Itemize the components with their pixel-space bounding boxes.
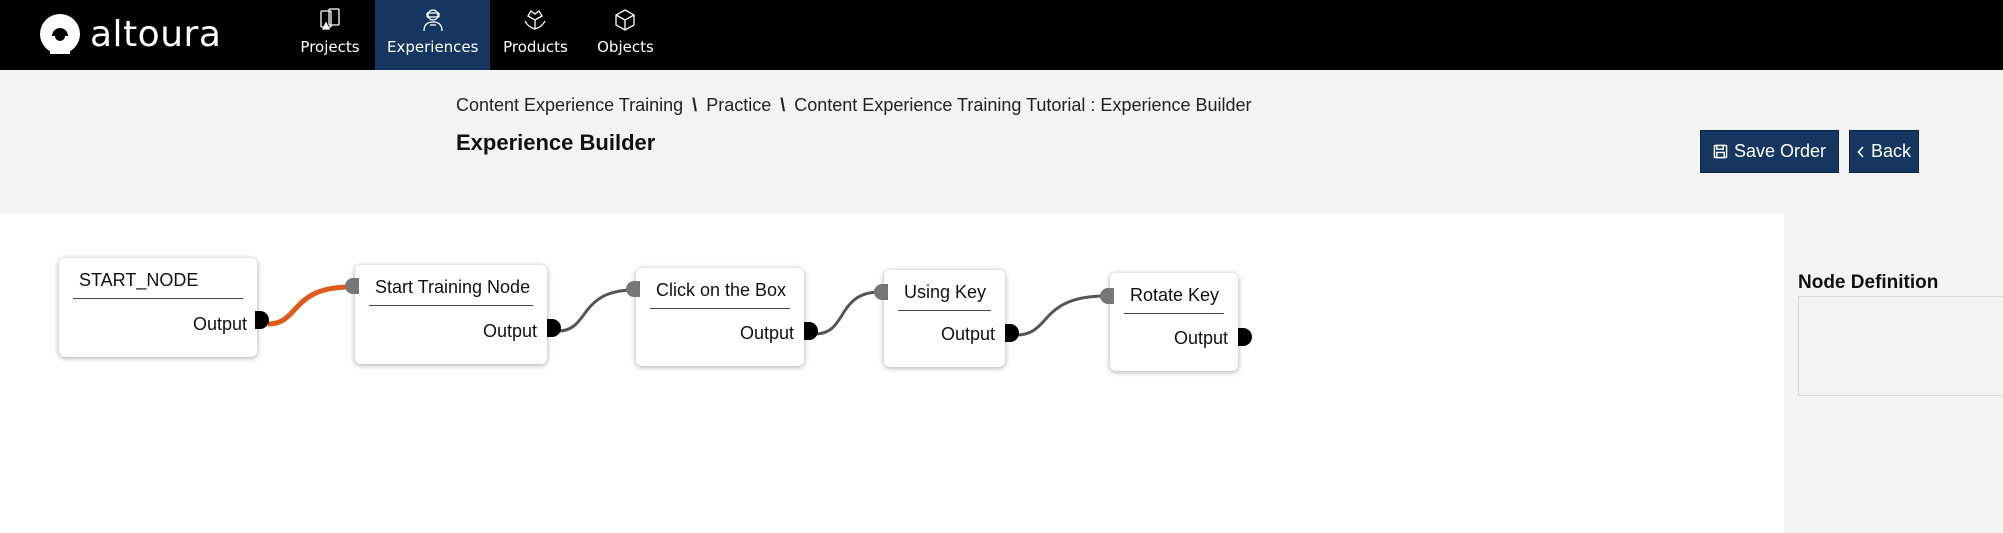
input-port[interactable] (874, 284, 888, 300)
breadcrumb-separator: \ (780, 95, 786, 115)
chevron-left-icon (1857, 145, 1864, 158)
experiences-icon (423, 9, 443, 32)
nav-item-projects[interactable]: Projects (285, 0, 375, 70)
node-title: Rotate Key (1124, 285, 1224, 314)
input-port[interactable] (345, 278, 359, 294)
node-output-label: Output (940, 324, 995, 344)
output-port[interactable] (804, 322, 818, 340)
graph-node-start[interactable]: START_NODE Output (59, 258, 257, 357)
node-title: Click on the Box (650, 280, 790, 309)
nav-label-objects: Objects (597, 38, 654, 56)
breadcrumb: Content Experience Training \ Practice \… (456, 95, 1252, 116)
logo-text: altoura (90, 13, 222, 55)
back-label: Back (1870, 141, 1912, 161)
nav-item-products[interactable]: Products (490, 0, 580, 70)
output-port[interactable] (1005, 324, 1019, 342)
nav-label-products: Products (503, 38, 568, 56)
back-button[interactable]: Back (1849, 130, 1919, 173)
link (814, 290, 881, 336)
nav-item-objects[interactable]: Objects (580, 0, 670, 70)
objects-icon (615, 9, 636, 31)
save-order-button[interactable]: Save Order (1700, 130, 1839, 173)
output-port[interactable] (1238, 328, 1252, 346)
projects-icon (320, 8, 340, 30)
graph-node-start-training[interactable]: Start Training Node Output (355, 265, 547, 364)
top-navigation-bar: altoura Projects Experiences (0, 0, 2003, 70)
main-nav: Projects Experiences Products (285, 0, 670, 70)
nav-item-experiences[interactable]: Experiences (375, 0, 491, 70)
node-graph-canvas[interactable]: START_NODE Output Start Training Node Ou… (0, 214, 1784, 533)
node-definition-box[interactable] (1798, 296, 2003, 396)
node-output-label: Output (1173, 328, 1228, 348)
page-title: Experience Builder (456, 130, 656, 155)
save-order-label: Save Order (1733, 141, 1827, 161)
breadcrumb-item[interactable]: Content Experience Training (456, 95, 684, 115)
output-port[interactable] (255, 311, 269, 329)
breadcrumb-item[interactable]: Practice (706, 95, 772, 115)
input-port[interactable] (626, 281, 640, 297)
breadcrumb-item: Content Experience Training Tutorial : E… (794, 95, 1252, 115)
nav-label-experiences: Experiences (387, 38, 479, 56)
node-definition-panel: Node Definition (1784, 214, 2003, 533)
node-links (267, 284, 1107, 337)
save-icon (1713, 144, 1728, 159)
graph-node-rotate-key[interactable]: Rotate Key Output (1110, 273, 1238, 371)
node-definition-title: Node Definition (1798, 272, 1939, 293)
link (557, 288, 635, 333)
products-icon (524, 10, 547, 30)
output-port[interactable] (547, 319, 561, 337)
altoura-logo-icon (40, 14, 80, 54)
node-output-label: Output (739, 323, 794, 343)
input-port[interactable] (1100, 288, 1114, 304)
node-output-label: Output (482, 321, 537, 341)
nav-label-projects: Projects (300, 38, 360, 56)
link (1015, 294, 1107, 337)
graph-node-click-box[interactable]: Click on the Box Output (636, 268, 804, 366)
active-link (267, 284, 351, 327)
graph-node-using-key[interactable]: Using Key Output (884, 270, 1005, 367)
page-header: Content Experience Training \ Practice \… (0, 70, 2003, 214)
breadcrumb-separator: \ (692, 95, 698, 115)
altoura-logo[interactable]: altoura (36, 10, 221, 58)
node-title: START_NODE (73, 270, 243, 299)
node-title: Start Training Node (369, 277, 533, 306)
node-output-label: Output (192, 314, 247, 334)
node-title: Using Key (898, 282, 991, 311)
